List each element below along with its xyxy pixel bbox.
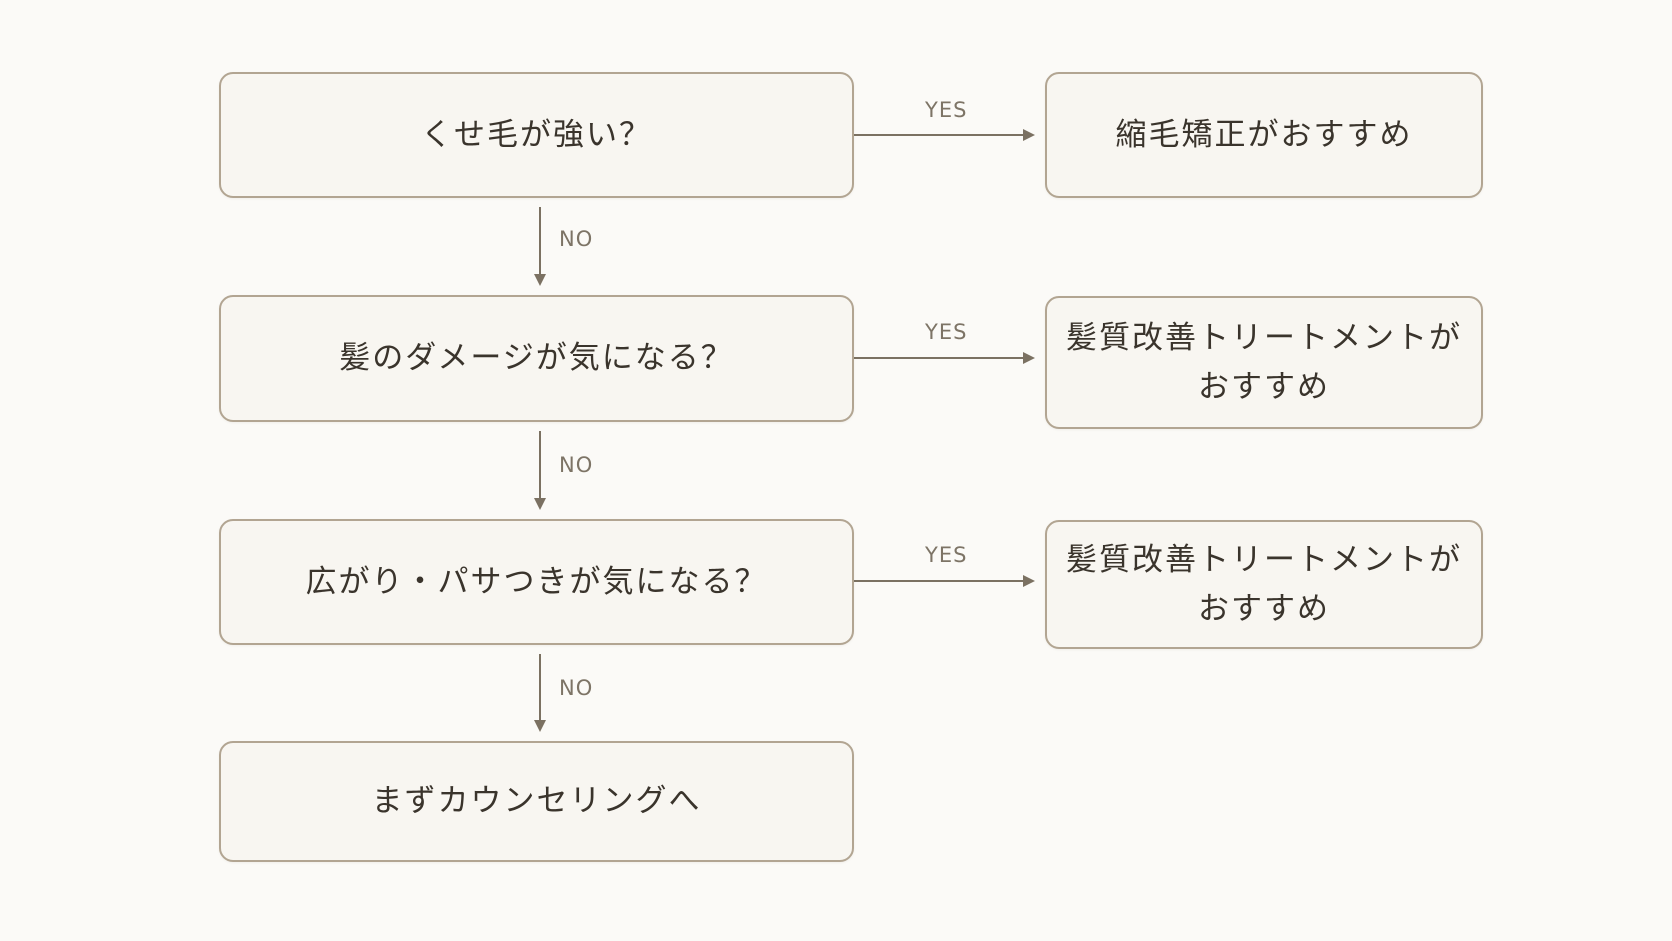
result-text-treatment-2-line2: おすすめ <box>1198 590 1330 627</box>
question-box-frizz-dryness: 広がり・パサつきが気になる？ <box>219 519 854 645</box>
yes-label-1: YES <box>924 98 967 122</box>
result-text-treatment-2: 髪質改善トリートメントが おすすめ <box>1054 536 1474 632</box>
result-text-treatment-1: 髪質改善トリートメントが おすすめ <box>1054 314 1474 410</box>
no-label-1: NO <box>559 227 593 251</box>
question-text-curly-hair: くせ毛が強い？ <box>421 116 652 153</box>
no-label-3: NO <box>559 676 593 700</box>
question-box-curly-hair: くせ毛が強い？ <box>219 72 854 198</box>
result-box-straightening: 縮毛矯正がおすすめ <box>1045 72 1483 198</box>
result-text-treatment-1-line2: おすすめ <box>1198 368 1330 405</box>
question-box-hair-damage: 髪のダメージが気になる？ <box>219 295 854 422</box>
result-box-treatment-2: 髪質改善トリートメントが おすすめ <box>1045 520 1483 649</box>
result-text-counseling: まずカウンセリングへ <box>371 783 702 820</box>
yes-label-2: YES <box>924 320 967 344</box>
question-text-hair-damage: 髪のダメージが気になる？ <box>339 340 734 377</box>
yes-label-3: YES <box>924 543 967 567</box>
no-label-2: NO <box>559 453 593 477</box>
result-text-treatment-1-line1: 髪質改善トリートメントが <box>1066 320 1462 357</box>
result-box-treatment-1: 髪質改善トリートメントが おすすめ <box>1045 296 1483 429</box>
result-text-straightening: 縮毛矯正がおすすめ <box>1115 116 1413 153</box>
result-text-treatment-2-line1: 髪質改善トリートメントが <box>1066 542 1462 579</box>
result-box-counseling: まずカウンセリングへ <box>219 741 854 862</box>
question-text-frizz-dryness: 広がり・パサつきが気になる？ <box>305 563 768 600</box>
